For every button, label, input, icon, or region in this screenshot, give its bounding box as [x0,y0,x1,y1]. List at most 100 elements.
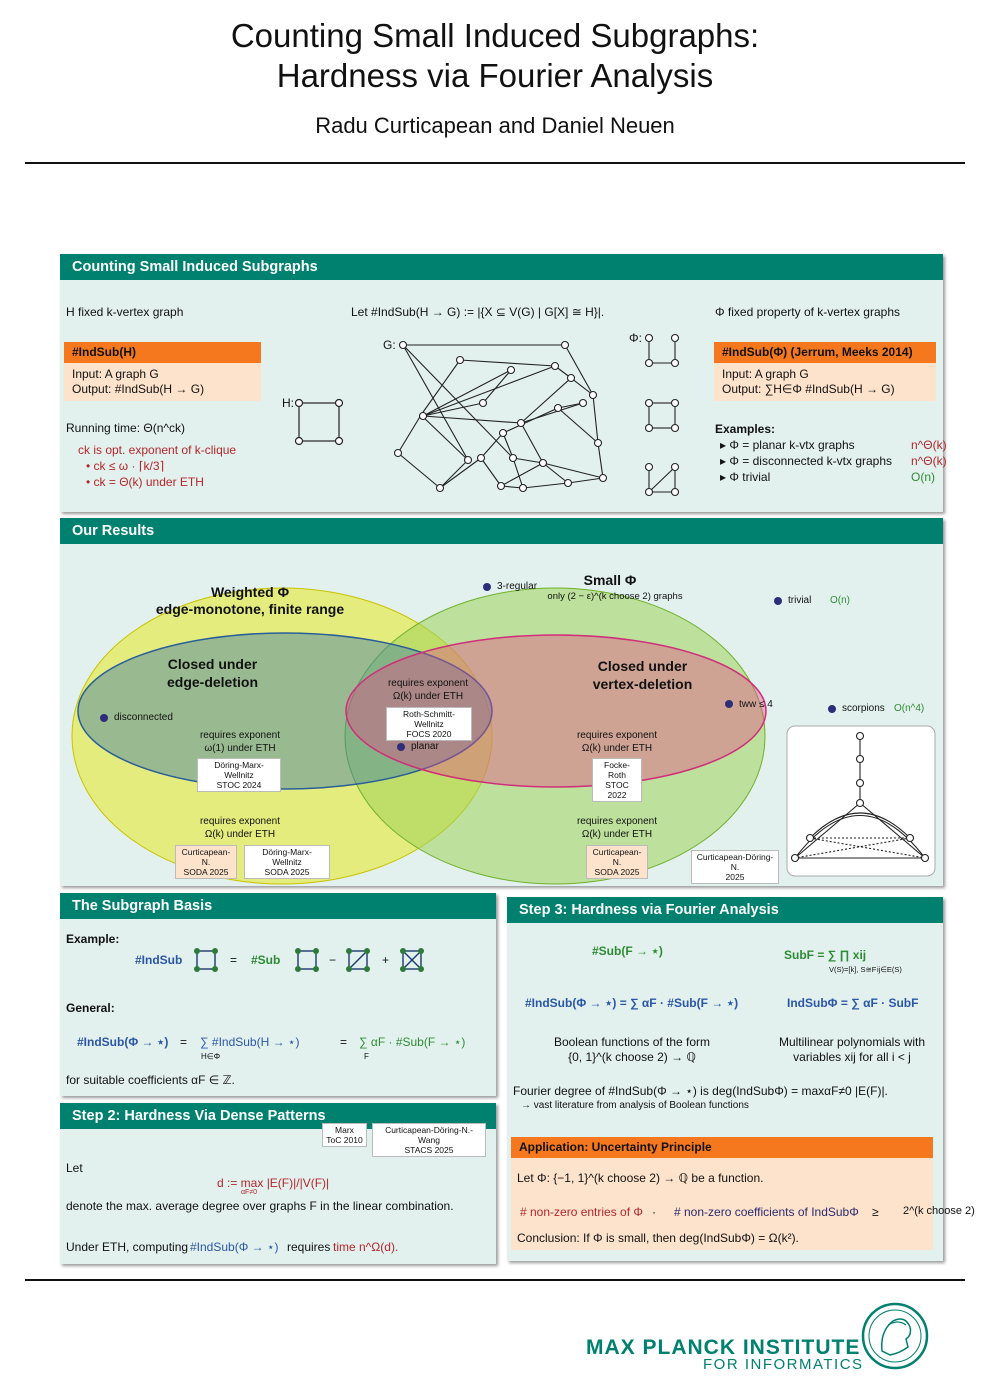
phi-example-graphs [644,333,680,497]
small-cite-authors: Curticapean-N. [592,847,642,867]
step2-cite1-author: Marx [335,1125,354,1135]
sub-polynomial: SubF = ∑ ∏ xij [784,948,867,962]
step2-cite1-venue: ToC 2010 [326,1135,363,1145]
h-label: H: [282,396,294,410]
indsub-phi-box-body: Input: A graph G Output: ∑H∈Φ #IndSub(H … [714,363,936,401]
application-bound: 2^(k choose 2) [903,1205,975,1217]
example-planar: ▸ Φ = planar k-vtx graphs [720,438,855,452]
sub-polynomial-sub-1: V(S)=[k], S≅F [829,965,877,974]
coefficients-note: for suitable coefficients αF ∈ ℤ. [66,1073,235,1087]
indsub-phi-box-head: #IndSub(Φ) (Jerrum, Meeks 2014) [714,342,936,363]
small-req-2: Ω(k) under ETH [581,829,653,840]
sub-function: #Sub(F → ⋆) [592,944,663,958]
scorpions-label: scorpions [842,703,885,714]
general-eq-2: = [340,1035,348,1049]
example-label: Example: [66,932,120,946]
vertex-req-2: Ω(k) under ETH [581,743,653,754]
under-eth-time: time n^Ω(d). [333,1240,399,1254]
under-eth-requires: requires [287,1240,331,1254]
poster-title: Counting Small Induced Subgraphs: Hardne… [0,16,990,96]
weighted-citation-1: Curticapean-N. SODA 2025 [175,845,237,879]
basis-panel: The Subgraph Basis Example: #IndSub = #S… [60,893,496,1096]
closed-edge-title-2: edge-deletion [166,674,258,690]
example-trivial: ▸ Φ trivial [720,470,771,484]
step2-let: Let [66,1161,83,1175]
g-graph [393,340,608,493]
scorpion-cite-year: 2025 [725,872,745,882]
indsub-phi-output: Output: ∑H∈Φ #IndSub(H → G) [722,382,895,396]
indsub-function: #IndSub(Φ → ⋆) = ∑ αF · #Sub(F → ⋆) [525,996,739,1010]
h-fixed-text: H fixed k-vertex graph [66,305,184,319]
h-square-graph [294,398,344,446]
indsub-h-output: Output: #IndSub(H → G) [72,382,205,396]
running-time: Running time: Θ(n^ck) [66,421,186,435]
edge-req-2: ω(1) under ETH [204,743,276,754]
scorpion-citation: Curticapean-Döring-N. 2025 [691,850,779,884]
trivial-complexity: O(n) [830,595,850,606]
g-label: G: [383,338,396,352]
indsub-h-input: Input: A graph G [72,367,159,381]
general-rhs-sub: F [364,1052,369,1061]
closed-vertex-title-2: vertex-deletion [592,676,693,692]
trivial-label: trivial [788,595,812,606]
intro-panel: Counting Small Induced Subgraphs H fixed… [60,254,947,512]
disconnected-dot [100,714,108,722]
example-plus: + [382,953,390,967]
weighted-phi-title: Weighted Φ [170,583,330,601]
weighted-phi-title-1: Weighted Φ [210,584,290,600]
application-conclusion: Conclusion: If Φ is small, then deg(IndS… [517,1231,799,1245]
edge-req-1: requires exponent [199,730,281,741]
application-geq: ≥ [872,1205,879,1219]
example-k4-icon [400,948,424,972]
general-mid: ∑ #IndSub(H → ⋆) [200,1035,300,1049]
top-divider [25,162,965,164]
example-minus: − [329,953,337,967]
small-req-1: requires exponent [576,816,658,827]
step2-panel: Step 2: Hardness Via Dense Patterns Marx… [60,1103,496,1264]
tww-label: tww ≤ 4 [739,699,773,710]
examples-label: Examples: [715,422,776,436]
weighted-req-2: Ω(k) under ETH [204,829,276,840]
example-indsub: #IndSub [135,953,183,967]
scorpions-complexity: O(n^4) [894,703,925,714]
ck-bound-omega: • ck ≤ ω · ⌈k/3⌉ [86,459,165,473]
application-nonzero-coeffs: # non-zero coefficients of IndSubΦ [674,1205,859,1219]
step2-citation-2: Curticapean-Döring-N.-Wang STACS 2025 [372,1123,486,1157]
vertex-cite-authors: Focke-Roth [604,760,630,780]
example-square-icon [194,948,218,972]
indsub-definition: Let #IndSub(H → G) := |{X ⊆ V(G) | G[X] … [351,305,605,319]
bottom-divider [25,1279,965,1281]
general-eq-1: = [180,1035,188,1049]
multilinear-1: Multilinear polynomials with [778,1035,926,1049]
closed-edge-title-1: Closed under [167,656,258,672]
weighted-cite2-venue: SODA 2025 [264,867,310,877]
small-cite-venue: SODA 2025 [594,867,640,877]
step2-citation-1: Marx ToC 2010 [322,1123,367,1147]
example-square-diag-icon [346,948,370,972]
example-equals: = [230,953,238,967]
planar-dot [397,743,405,751]
step3-heading: Step 3: Hardness via Fourier Analysis [507,897,943,923]
weighted-cite1-authors: Curticapean-N. [181,847,231,867]
edge-cite-authors: Döring-Marx-Wellnitz [214,760,264,780]
general-lhs: #IndSub(Φ → ⋆) [77,1035,169,1049]
weighted-citation-2: Döring-Marx-Wellnitz SODA 2025 [244,845,330,879]
weighted-cite1-venue: SODA 2025 [183,867,229,877]
edge-cite-venue: STOC 2024 [216,780,262,790]
center-req-2: Ω(k) under ETH [392,691,464,702]
example-trivial-complexity: O(n) [911,470,935,484]
title-line-1: Counting Small Induced Subgraphs: [230,17,760,54]
general-mid-sub: H∈Φ [201,1052,221,1061]
weighted-req-1: requires exponent [199,816,281,827]
scorpion-cite-authors: Curticapean-Döring-N. [696,852,774,872]
d-denote: denote the max. average degree over grap… [66,1199,454,1213]
example-planar-complexity: n^Θ(k) [911,438,947,452]
institute-subname: FOR INFORMATICS [703,1356,864,1373]
minerva-logo-icon [861,1302,929,1370]
boolean-functions-1: Boolean functions of the form [553,1035,711,1049]
institute-name: MAX PLANCK INSTITUTE [586,1336,861,1359]
results-panel: Our Results Weighted Φ edge-monotone, fi… [60,518,943,886]
ck-bound-eth: • ck = Θ(k) under ETH [86,475,204,489]
vertex-cite-venue: STOC 2022 [605,780,629,800]
indsub-h-box-head: #IndSub(H) [64,342,261,363]
